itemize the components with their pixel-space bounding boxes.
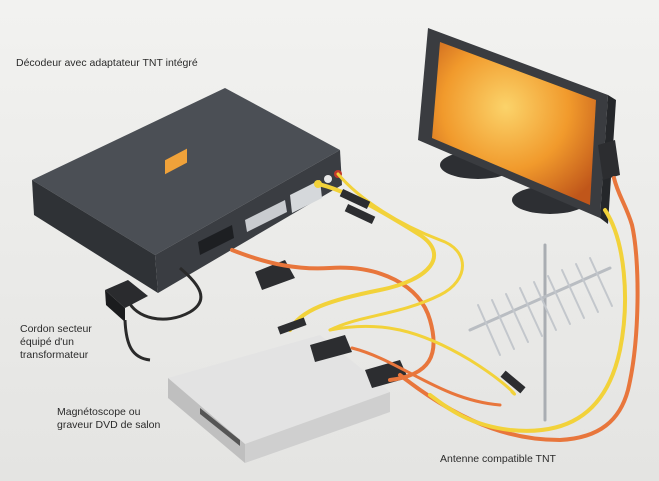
adapter-body: [105, 280, 148, 308]
decoder-ports-panel-2: [290, 180, 322, 213]
orange-cable-3: [350, 346, 502, 407]
rca-plug-3: [277, 317, 307, 335]
antenna-label: Antenne compatible TNT: [440, 453, 556, 465]
decoder-scart: [198, 225, 234, 255]
rca-plug-2: [344, 204, 376, 224]
vcr-dvd-label: Magnétoscope ou graveur DVD de salon: [57, 406, 161, 431]
vcr-front: [168, 378, 245, 463]
vcr-top: [168, 335, 390, 444]
decoder-rca-2: [324, 175, 332, 183]
television-icon: [418, 28, 616, 224]
yellow-cable-4: [428, 208, 627, 433]
tv-screen: [432, 42, 596, 205]
orange-cable-2: [398, 176, 640, 443]
cables: [230, 172, 640, 443]
orange-cable-1: [230, 248, 436, 382]
antenna-elements: [477, 257, 613, 356]
decoder-top: [32, 88, 340, 255]
rca-plug-1: [339, 189, 371, 209]
tv-scart-plug: [598, 140, 620, 180]
decoder-label: Décodeur avec adaptateur TNT intégré: [16, 57, 198, 69]
scart-plug-2: [310, 335, 352, 362]
power-cord-label: Cordon secteur équipé d'un transformateu…: [20, 323, 92, 361]
power-adapter-icon: [105, 266, 203, 362]
power-cable: [126, 266, 203, 321]
vcr-player-icon: [168, 335, 390, 463]
rca-plug-4: [500, 370, 526, 394]
antenna-boom: [468, 266, 612, 332]
decoder-front: [32, 180, 158, 293]
scart-plug-1: [255, 260, 295, 290]
decoder-box-icon: [32, 88, 342, 293]
vcr-slot: [200, 408, 240, 446]
yellow-cable-2: [328, 172, 464, 332]
decoder-port-orange: [165, 148, 187, 175]
power-cable-2: [123, 319, 151, 362]
yellow-cable-3: [328, 324, 517, 396]
tv-antenna-icon: [468, 243, 613, 422]
decoder-ports-panel: [245, 200, 287, 232]
vcr-right: [245, 392, 390, 463]
adapter-front: [105, 290, 125, 322]
